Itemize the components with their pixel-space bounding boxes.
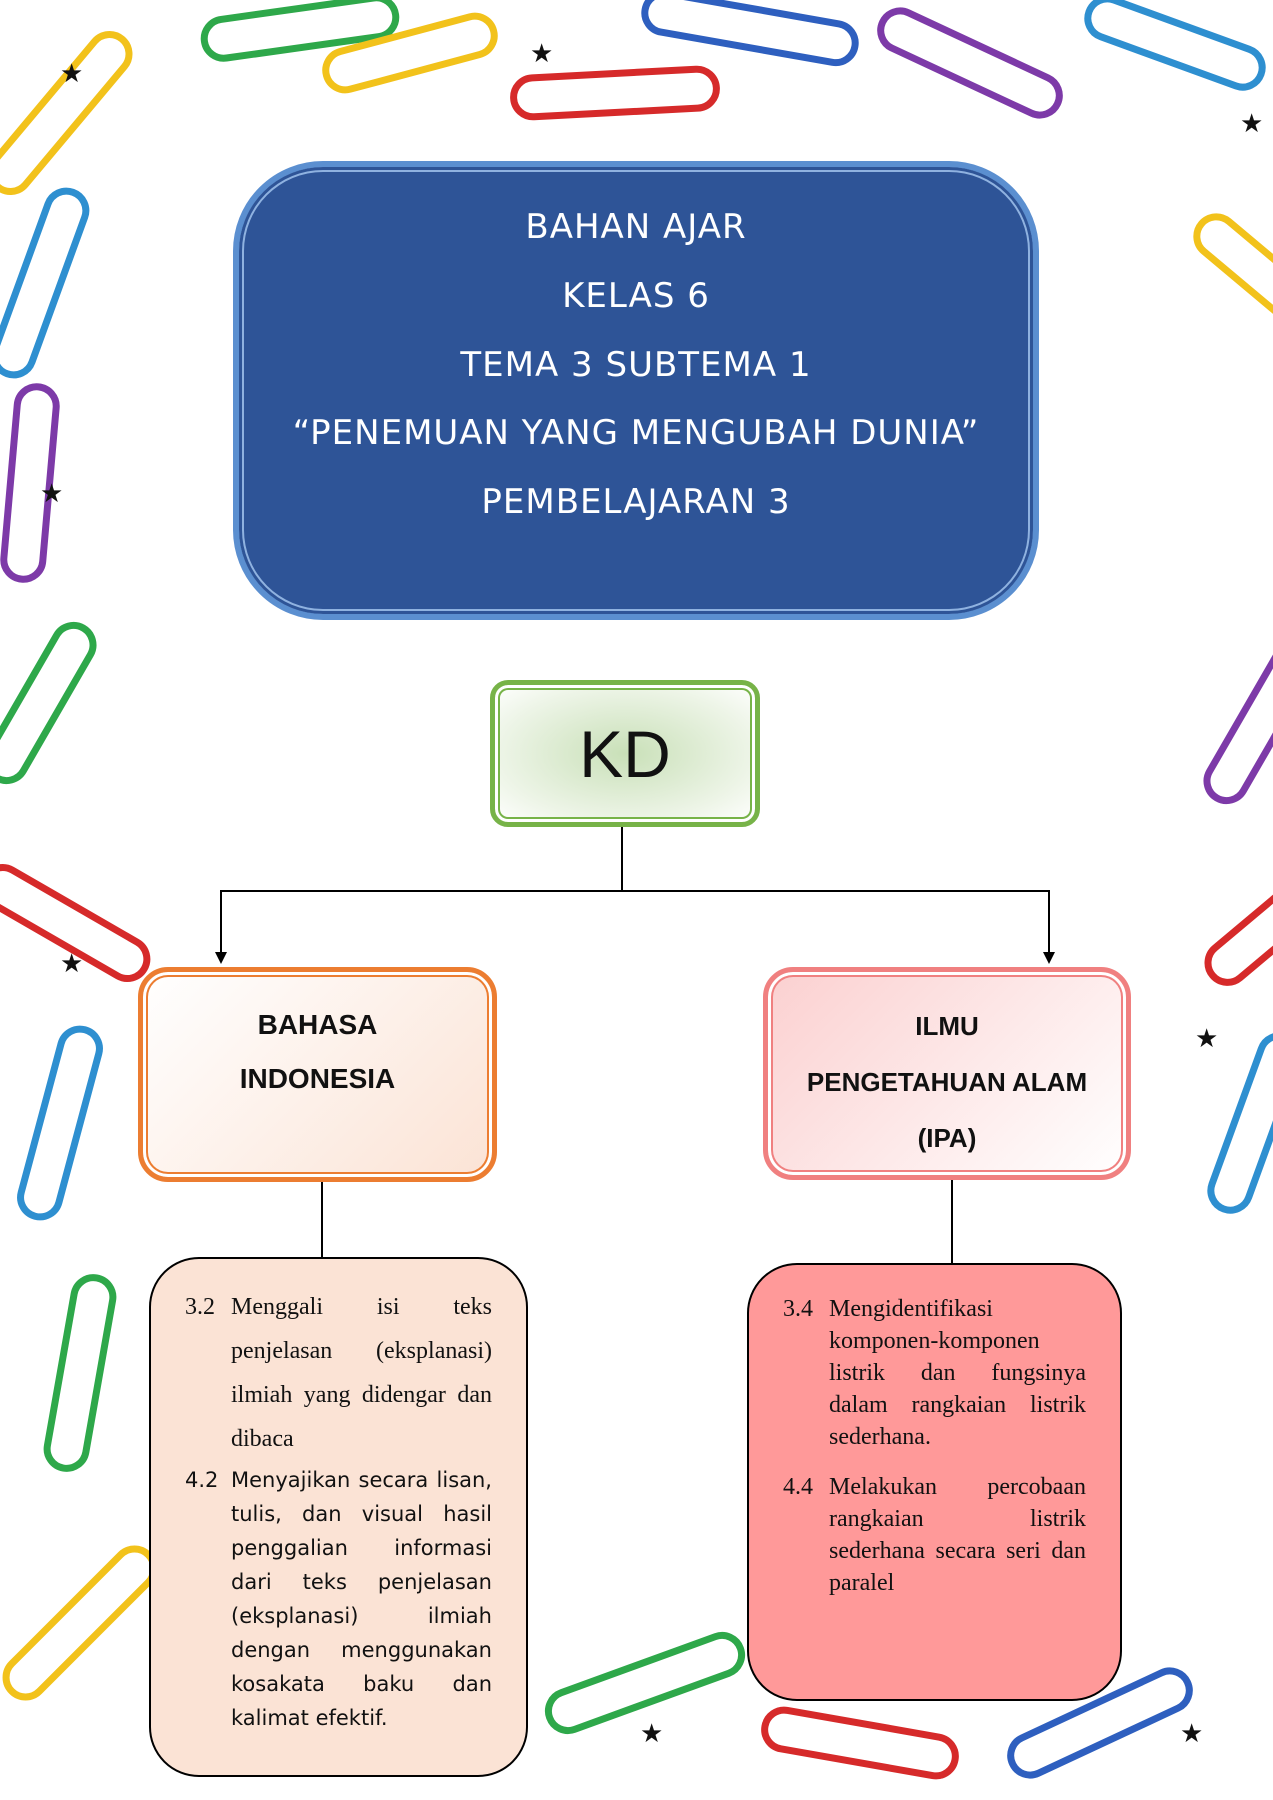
kd-number: 4.2: [185, 1468, 219, 1492]
subject-label: ILMU: [915, 1011, 979, 1041]
kd-number: 3.2: [185, 1294, 215, 1320]
arrow-down-icon: [1043, 952, 1055, 964]
kd-text: Menggali isi teks penjelasan (eksplanasi…: [231, 1294, 492, 1452]
kd-text: Menyajikan secara lisan, tulis, dan visu…: [231, 1468, 492, 1730]
subject-ipa: ILMU PENGETAHUAN ALAM (IPA): [763, 967, 1131, 1180]
subject-label: INDONESIA: [239, 1063, 396, 1094]
kd-text: Melakukan percobaan rangkaian listrik se…: [829, 1474, 1086, 1596]
kd-number: 3.4: [783, 1296, 813, 1322]
kd-list-bahasa-indonesia: 3.2 Menggali isi teks penjelasan (ekspla…: [149, 1257, 528, 1777]
title-line: KELAS 6: [562, 276, 710, 316]
connector: [621, 827, 623, 891]
kd-item: 4.2 Menyajikan secara lisan, tulis, dan …: [185, 1463, 492, 1735]
kd-item: 4.4 Melakukan percobaan rangkaian listri…: [783, 1471, 1086, 1599]
subject-bahasa-indonesia: BAHASA INDONESIA: [138, 967, 497, 1182]
title-banner: BAHAN AJAR KELAS 6 TEMA 3 SUBTEMA 1 “PEN…: [233, 161, 1039, 620]
subject-label: BAHASA: [257, 1009, 378, 1040]
subject-label: (IPA): [917, 1123, 977, 1153]
connector: [321, 1182, 323, 1257]
connector: [951, 1180, 953, 1263]
kd-number: 4.4: [783, 1474, 813, 1500]
connector: [220, 890, 1050, 892]
title-line: PEMBELAJARAN 3: [481, 482, 791, 522]
arrow-down-icon: [215, 952, 227, 964]
title-line: TEMA 3 SUBTEMA 1: [460, 345, 812, 385]
kd-item: 3.2 Menggali isi teks penjelasan (ekspla…: [185, 1285, 492, 1461]
kd-list-ipa: 3.4 Mengidentifikasi komponen-komponen l…: [747, 1263, 1122, 1701]
title-line: “PENEMUAN YANG MENGUBAH DUNIA”: [292, 413, 980, 453]
kd-text: Mengidentifikasi komponen-komponen listr…: [829, 1296, 1086, 1450]
connector: [220, 890, 222, 954]
connector: [1048, 890, 1050, 954]
title-line: BAHAN AJAR: [525, 207, 747, 247]
kd-box: KD: [490, 680, 760, 827]
kd-item: 3.4 Mengidentifikasi komponen-komponen l…: [783, 1293, 1086, 1453]
subject-label: PENGETAHUAN ALAM: [806, 1067, 1088, 1097]
